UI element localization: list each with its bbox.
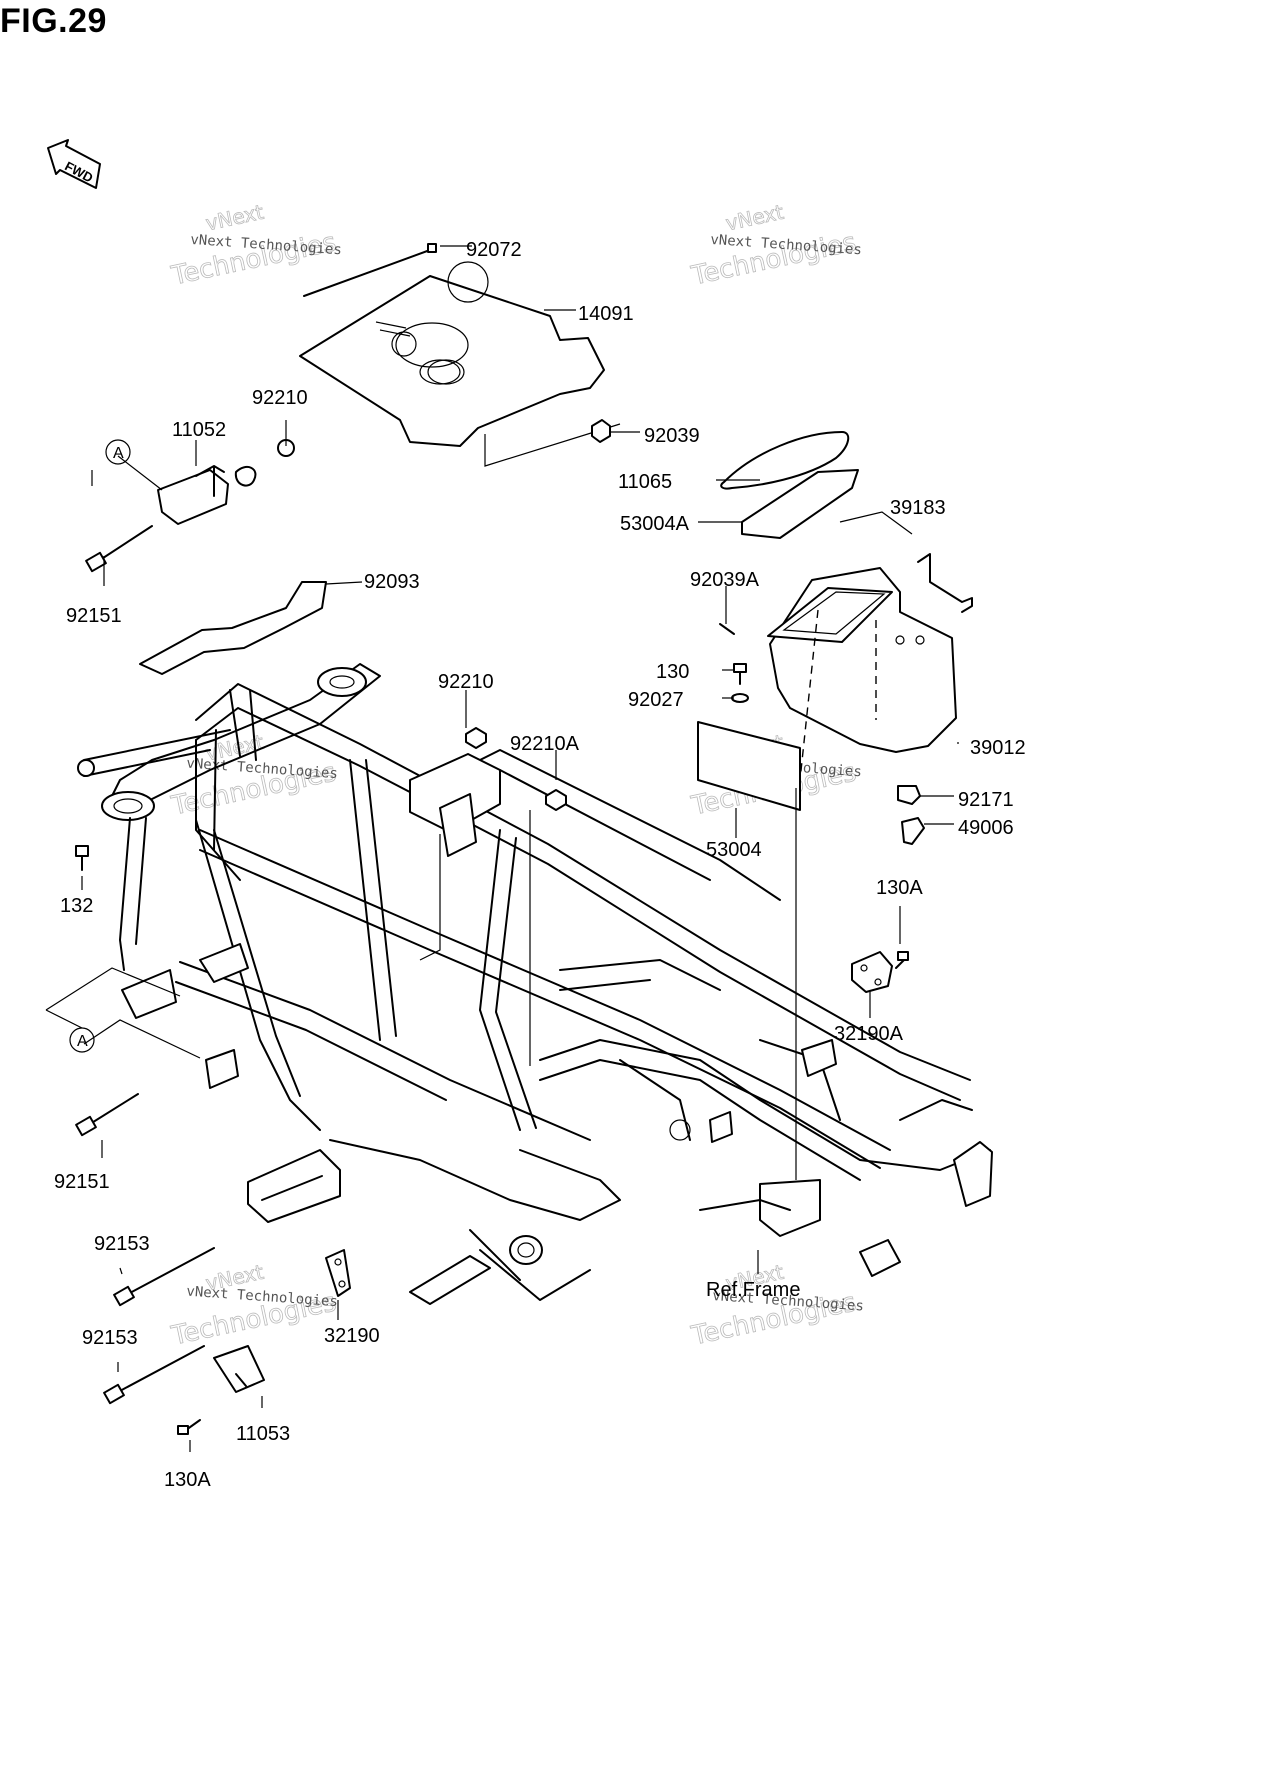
part-label: 39012 bbox=[970, 737, 1026, 759]
bolt-92153-lower bbox=[103, 1345, 205, 1405]
bracket-11053 bbox=[213, 1345, 265, 1393]
washer-92027 bbox=[731, 693, 749, 703]
part-label: 53004 bbox=[706, 839, 762, 861]
bolt-92153-upper bbox=[113, 1247, 215, 1307]
valve-49006 bbox=[901, 817, 925, 845]
part-label: 92210 bbox=[252, 387, 308, 409]
part-label: 92093 bbox=[364, 571, 420, 593]
part-label: 92153 bbox=[82, 1327, 138, 1349]
clamp-39183 bbox=[917, 553, 973, 613]
bolt-92151-top bbox=[85, 525, 153, 573]
part-label: 130A bbox=[876, 877, 923, 899]
seat-pad-11065 bbox=[720, 431, 850, 490]
leader-group bbox=[484, 423, 621, 467]
bolt-132 bbox=[75, 845, 89, 871]
part-label: 11053 bbox=[236, 1423, 290, 1445]
part-label: 39183 bbox=[890, 497, 946, 519]
label-53004 bbox=[697, 721, 801, 811]
bolt-92151-lower bbox=[75, 1093, 139, 1137]
cap-92171 bbox=[897, 785, 921, 805]
circle-marker-a-text: A bbox=[113, 445, 124, 462]
bracket-11052 bbox=[157, 439, 295, 525]
circle-marker-a-top: A bbox=[105, 439, 131, 465]
circle-marker-a-text: A bbox=[77, 1033, 88, 1050]
part-label: 92151 bbox=[66, 605, 122, 627]
part-label: 11065 bbox=[618, 471, 672, 493]
bolt-130A-lower bbox=[177, 1419, 201, 1435]
leader-39183 bbox=[839, 511, 913, 535]
part-label: 32190 bbox=[324, 1325, 380, 1347]
watermark-line2: vNext bbox=[204, 200, 266, 236]
ref-frame-label: Ref.Frame bbox=[706, 1279, 800, 1301]
circle-marker-a-bottom: A bbox=[69, 1027, 95, 1053]
bracket-32190A bbox=[851, 951, 893, 993]
part-label: 92153 bbox=[94, 1233, 150, 1255]
part-label: 92039A bbox=[690, 569, 760, 591]
part-label: 92072 bbox=[466, 239, 522, 261]
fwd-arrow-icon: FWD bbox=[47, 139, 101, 189]
nut-92210A bbox=[545, 789, 567, 811]
part-labels: 92072 14091 92039 92210 11052 92151 9209… bbox=[54, 239, 1026, 1491]
leader-lines bbox=[45, 245, 959, 1452]
screw-92039A bbox=[719, 623, 735, 635]
part-label: 132 bbox=[60, 895, 93, 917]
bolt-130 bbox=[733, 663, 747, 685]
part-label: 92151 bbox=[54, 1171, 110, 1193]
part-label: 53004A bbox=[620, 513, 690, 535]
part-label: 11052 bbox=[172, 419, 226, 441]
cover-plate bbox=[299, 261, 605, 447]
part-label: 92027 bbox=[628, 689, 684, 711]
pad-92093 bbox=[139, 581, 327, 675]
main-frame bbox=[77, 663, 993, 1305]
part-label: 92171 bbox=[958, 789, 1014, 811]
bolt-130A-upper bbox=[895, 951, 909, 969]
pad-53004A bbox=[741, 469, 859, 539]
bolt-92039 bbox=[591, 419, 611, 443]
part-label: 14091 bbox=[578, 303, 634, 325]
watermark-line2: vNext bbox=[724, 200, 786, 236]
part-label: 130 bbox=[656, 661, 689, 683]
part-label: 92210 bbox=[438, 671, 494, 693]
part-label: 92210A bbox=[510, 733, 580, 755]
part-label: 92039 bbox=[644, 425, 700, 447]
tank-39012 bbox=[767, 567, 957, 781]
part-label: 32190A bbox=[834, 1023, 904, 1045]
figure-title: FIG.29 bbox=[0, 2, 107, 40]
part-label: 49006 bbox=[958, 817, 1014, 839]
bracket-32190 bbox=[325, 1249, 351, 1297]
cable-tie bbox=[303, 243, 437, 297]
nut-92210-mid bbox=[465, 727, 487, 749]
part-label: 130A bbox=[164, 1469, 211, 1491]
